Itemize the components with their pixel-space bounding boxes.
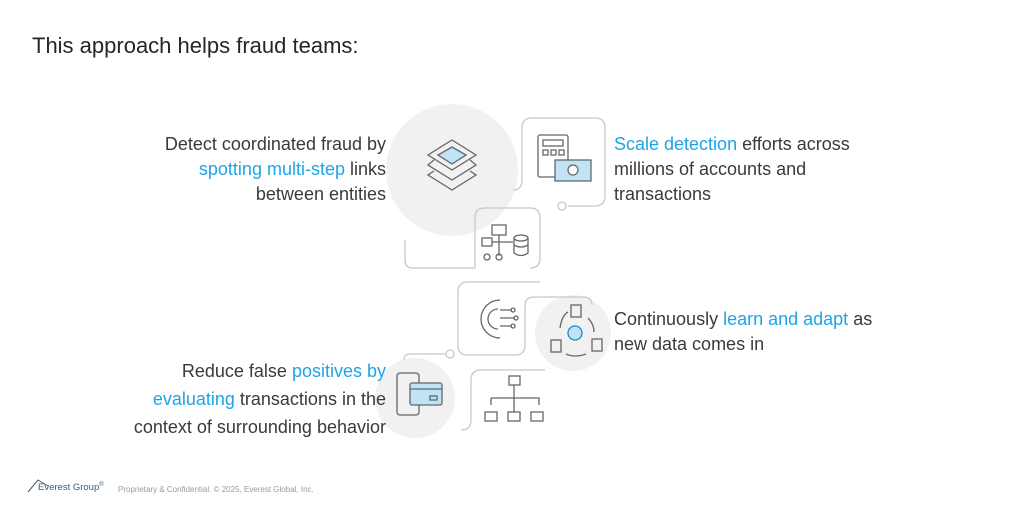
benefit-learn-adapt: Continuously learn and adapt as new data… <box>614 307 872 357</box>
workflow-database-icon <box>481 224 529 261</box>
text: transactions in the <box>234 389 386 409</box>
text-line: Detect coordinated fraud by <box>164 134 386 154</box>
text-line: context of surrounding behavior <box>133 417 386 437</box>
text-line: new data comes in <box>614 334 765 354</box>
footer-logo: Everest Group® <box>38 482 104 493</box>
text-line: Continuously learn and adapt as <box>614 307 872 332</box>
text: Reduce false <box>181 361 292 381</box>
text: as <box>848 309 873 329</box>
text-line: transactions <box>614 184 712 204</box>
slide-title: This approach helps fraud teams: <box>32 33 359 58</box>
calculator-money-icon <box>537 134 592 182</box>
text-line: Reduce false positives by <box>134 357 386 385</box>
text: links <box>344 159 386 179</box>
text-line: between entities <box>255 184 386 204</box>
text: efforts across <box>737 134 850 154</box>
highlight: Scale detection <box>614 134 738 154</box>
text: Continuously <box>614 309 724 329</box>
highlight: positives by <box>291 361 386 381</box>
ai-gear-icon <box>480 299 519 339</box>
text-line: millions of accounts and <box>614 159 807 179</box>
logo-reg: ® <box>99 482 104 488</box>
benefit-reduce-false-positives: Reduce false positives by evaluating tra… <box>134 357 386 441</box>
highlight: evaluating <box>152 389 235 409</box>
text-line: spotting multi-step links <box>165 157 386 182</box>
text-line: Scale detection efforts across <box>614 132 850 157</box>
footer-text: Proprietary & Confidential. © 2025, Ever… <box>118 485 314 494</box>
layers-icon <box>426 139 478 191</box>
network-hierarchy-icon <box>484 375 544 422</box>
benefit-scale-detection: Scale detection efforts across millions … <box>614 132 850 207</box>
text-line: evaluating transactions in the <box>134 385 386 413</box>
connectors <box>403 117 606 431</box>
logo-text: Everest Group <box>38 482 100 493</box>
highlight: spotting multi-step <box>198 159 345 179</box>
document-cycle-icon <box>550 304 603 357</box>
phone-card-icon <box>396 372 443 416</box>
highlight: learn and adapt <box>723 309 849 329</box>
benefit-detect-coordinated: Detect coordinated fraud by spotting mul… <box>165 132 386 207</box>
